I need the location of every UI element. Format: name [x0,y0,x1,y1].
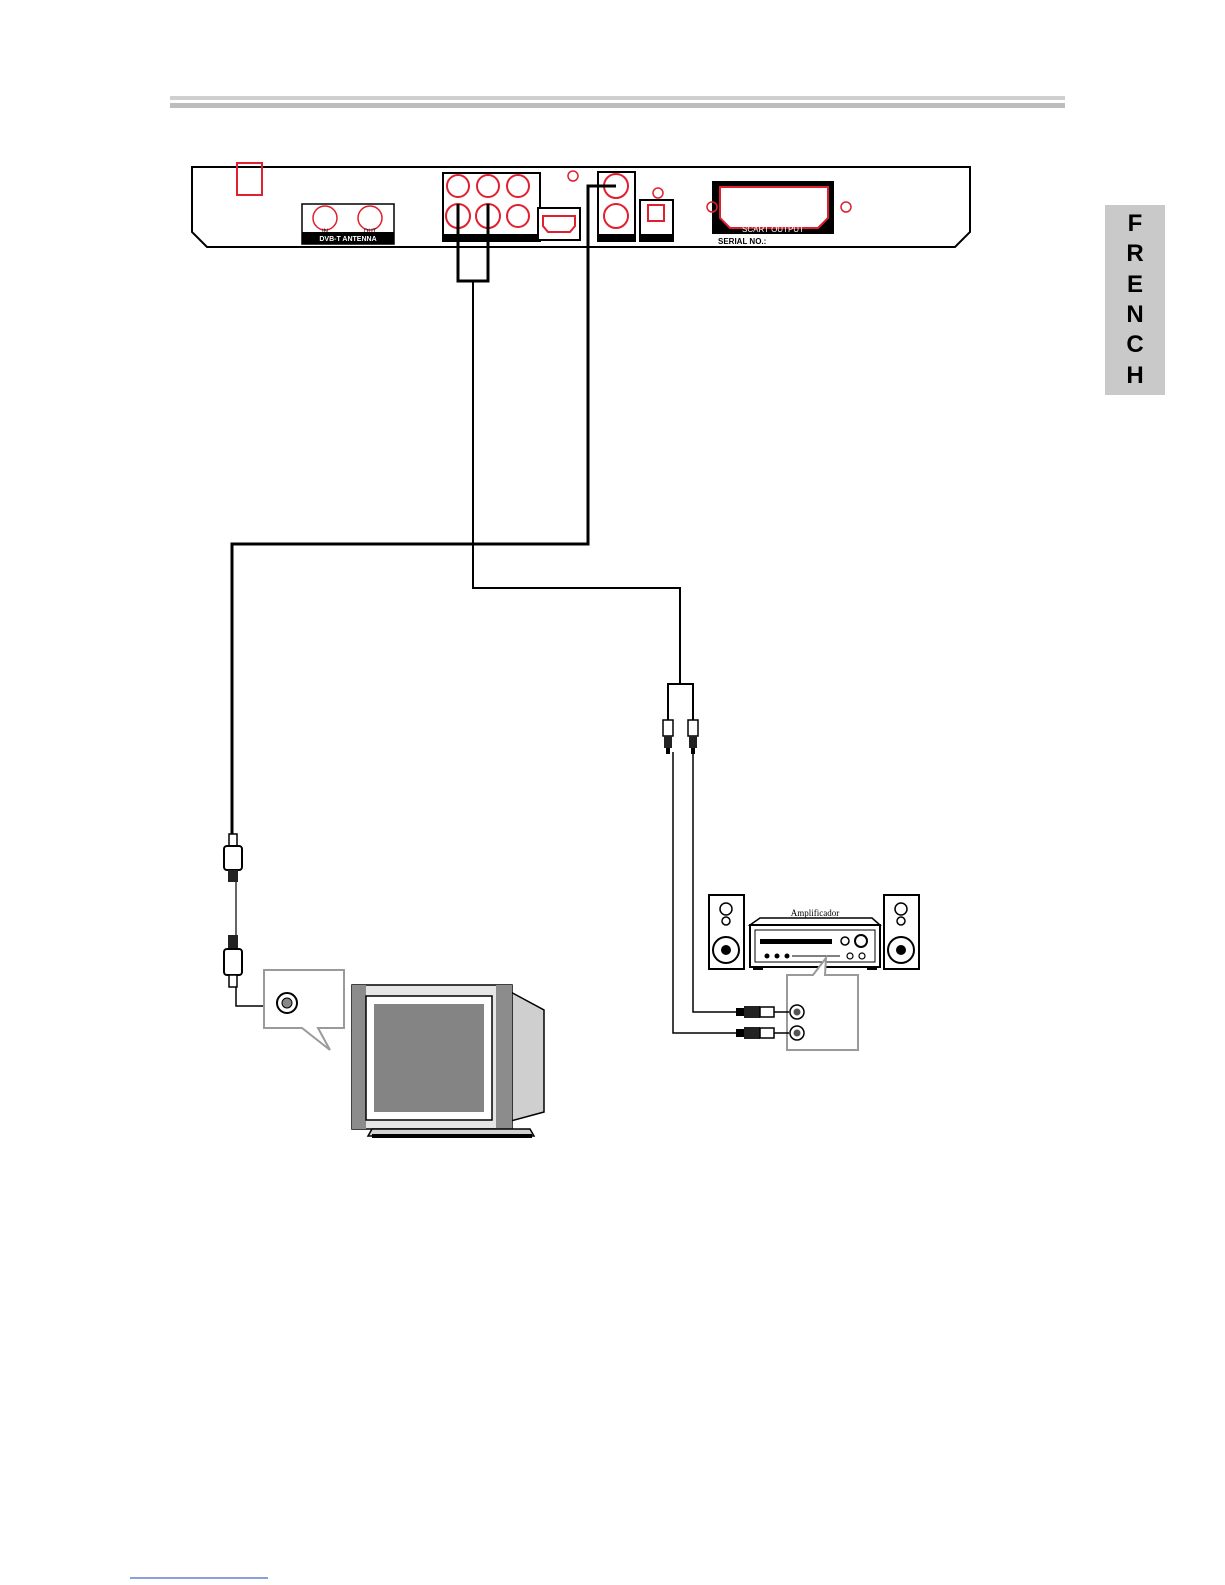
rca-plug-icon [736,1027,789,1039]
audio-cable [458,204,741,1033]
header-rule [170,96,1065,108]
right-speaker-icon [884,895,919,969]
side-tab-letter: E [1127,273,1143,297]
side-tab-letter: R [1126,242,1143,266]
antenna-connector-block: IN OUT DVB-T ANTENNA [302,204,394,244]
left-speaker-icon [709,895,744,969]
scart-label: SCART OUTPUT [742,225,804,234]
scart-connector: SCART OUTPUT [707,181,851,234]
rca-plug-icon [663,720,673,754]
amplifier-audio-input-callout [787,958,858,1050]
video-cable [232,186,616,1006]
side-tab-letter: F [1128,212,1143,236]
coaxial-plug-icon [224,834,242,882]
antenna-out-label: OUT [364,229,377,235]
device-rear-panel: IN OUT DVB-T ANTENNA [192,163,970,247]
side-tab-letter: H [1126,364,1143,388]
television-icon [352,985,544,1138]
rca-plug-icon [688,720,698,754]
antenna-in-label: IN [322,229,328,235]
rca-plug-icon [736,1006,789,1018]
hdmi-port-icon [538,208,580,240]
side-tab-letter: N [1126,303,1143,327]
side-tab-letter: C [1126,333,1143,357]
antenna-label: DVB-T ANTENNA [319,236,376,243]
language-side-tab: F R E N C H [1105,205,1165,395]
tv-antenna-input-callout [264,970,344,1050]
amplifier-label: Amplificador [791,908,840,918]
coaxial-plug-icon [224,935,242,987]
amplifier-icon: Amplificador [750,908,880,970]
serial-number-label: SERIAL NO.: [718,237,766,246]
